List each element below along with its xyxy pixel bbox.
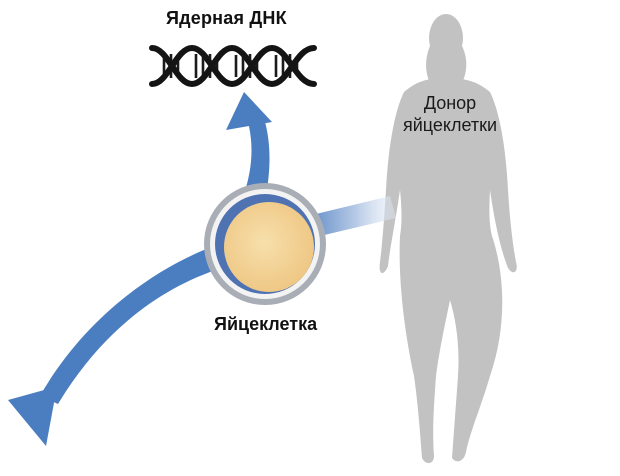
- woman-silhouette: [379, 14, 517, 464]
- egg-donor-label-line1: Донор: [423, 93, 477, 113]
- donor-to-egg-arrow: [316, 196, 396, 236]
- egg-donor-label-line2: яйцеклетки: [402, 115, 498, 135]
- nuclear-dna-label: Ядерная ДНК: [166, 8, 287, 28]
- curved-arrow-down-left: [8, 246, 222, 446]
- egg-cell-label: Яйцеклетка: [214, 314, 318, 334]
- egg-cell: [204, 183, 326, 305]
- dna-double-helix-icon: [149, 44, 317, 88]
- egg-donor-label: Донор яйцеклетки: [380, 92, 520, 136]
- curved-arrow-up-to-dna: [226, 92, 272, 196]
